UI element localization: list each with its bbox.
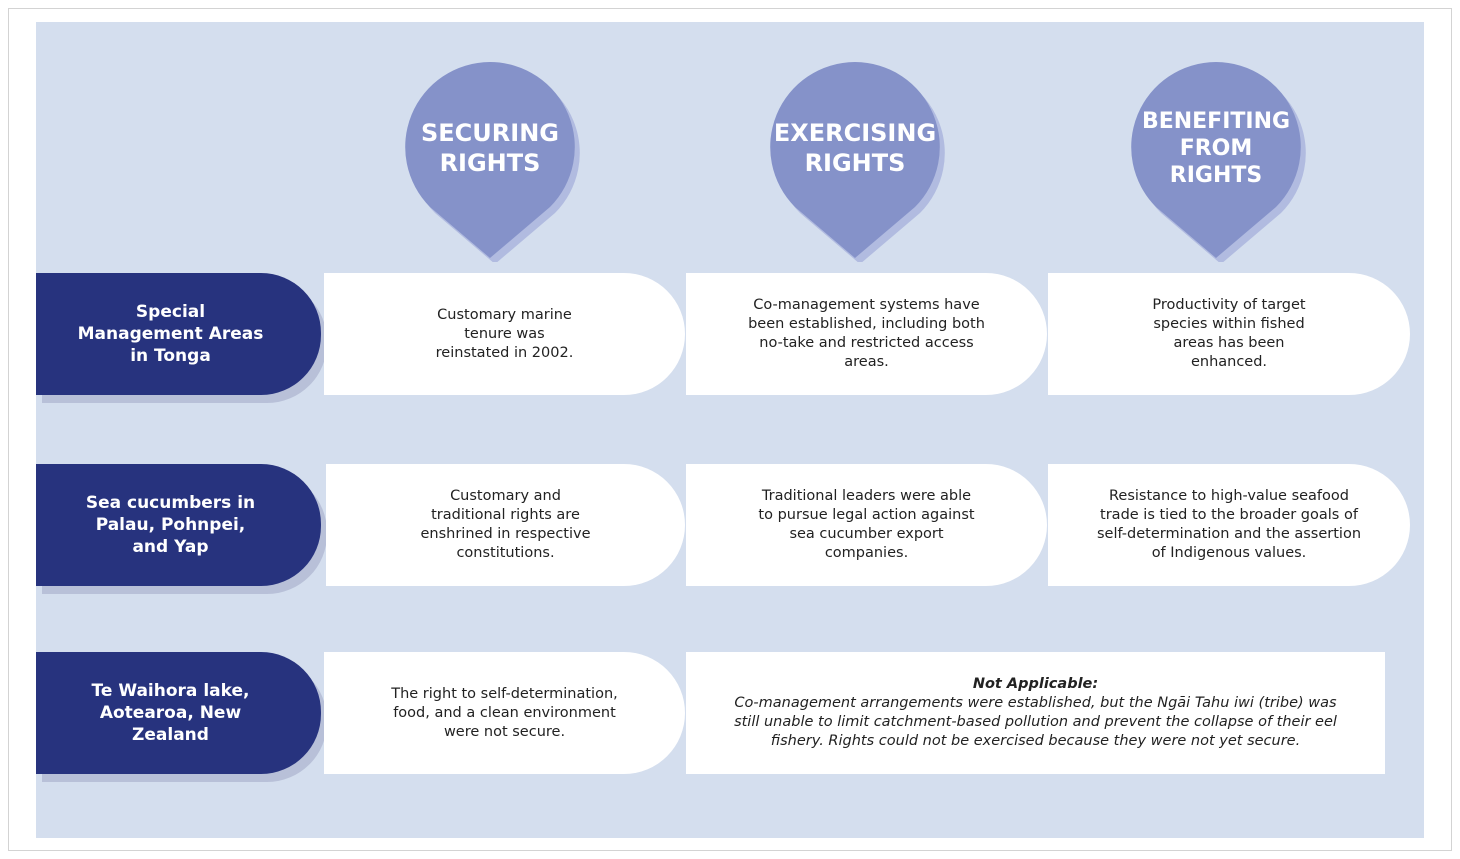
- row-label-sea-cucumbers: Sea cucumbers in Palau, Pohnpei, and Yap: [36, 464, 321, 586]
- not-applicable-body: Co-management arrangements were establis…: [734, 695, 1337, 749]
- pin-shape: [1131, 62, 1306, 262]
- cell-sea-cucumbers-benefiting: Resistance to high-value seafood trade i…: [1048, 464, 1410, 586]
- cell-tonga-benefiting: Productivity of target species within fi…: [1048, 273, 1410, 395]
- column-header-securing-rights: SECURING RIGHTS: [405, 62, 585, 262]
- row-label-te-waihora: Te Waihora lake, Aotearoa, New Zealand: [36, 652, 321, 774]
- column-header-benefiting-from-rights: BENEFITING FROM RIGHTS: [1131, 62, 1311, 262]
- pin-shape: [405, 62, 580, 262]
- cell-sea-cucumbers-exercising: Traditional leaders were able to pursue …: [686, 464, 1047, 586]
- column-header-exercising-rights: EXERCISING RIGHTS: [770, 62, 950, 262]
- row-label-tonga: Special Management Areas in Tonga: [36, 273, 321, 395]
- pin-shape: [770, 62, 945, 262]
- column-header-label: SECURING RIGHTS: [421, 119, 559, 177]
- cell-te-waihora-securing: The right to self-determination, food, a…: [324, 652, 685, 774]
- cell-tonga-securing: Customary marine tenure was reinstated i…: [324, 273, 685, 395]
- not-applicable-title: Not Applicable:: [972, 676, 1099, 692]
- cell-sea-cucumbers-securing: Customary and traditional rights are ens…: [326, 464, 685, 586]
- column-header-label: BENEFITING FROM RIGHTS: [1141, 108, 1291, 188]
- cell-te-waihora-not-applicable: Not Applicable: Co-management arrangemen…: [686, 652, 1385, 774]
- column-header-label: EXERCISING RIGHTS: [773, 119, 937, 177]
- cell-tonga-exercising: Co-management systems have been establis…: [686, 273, 1047, 395]
